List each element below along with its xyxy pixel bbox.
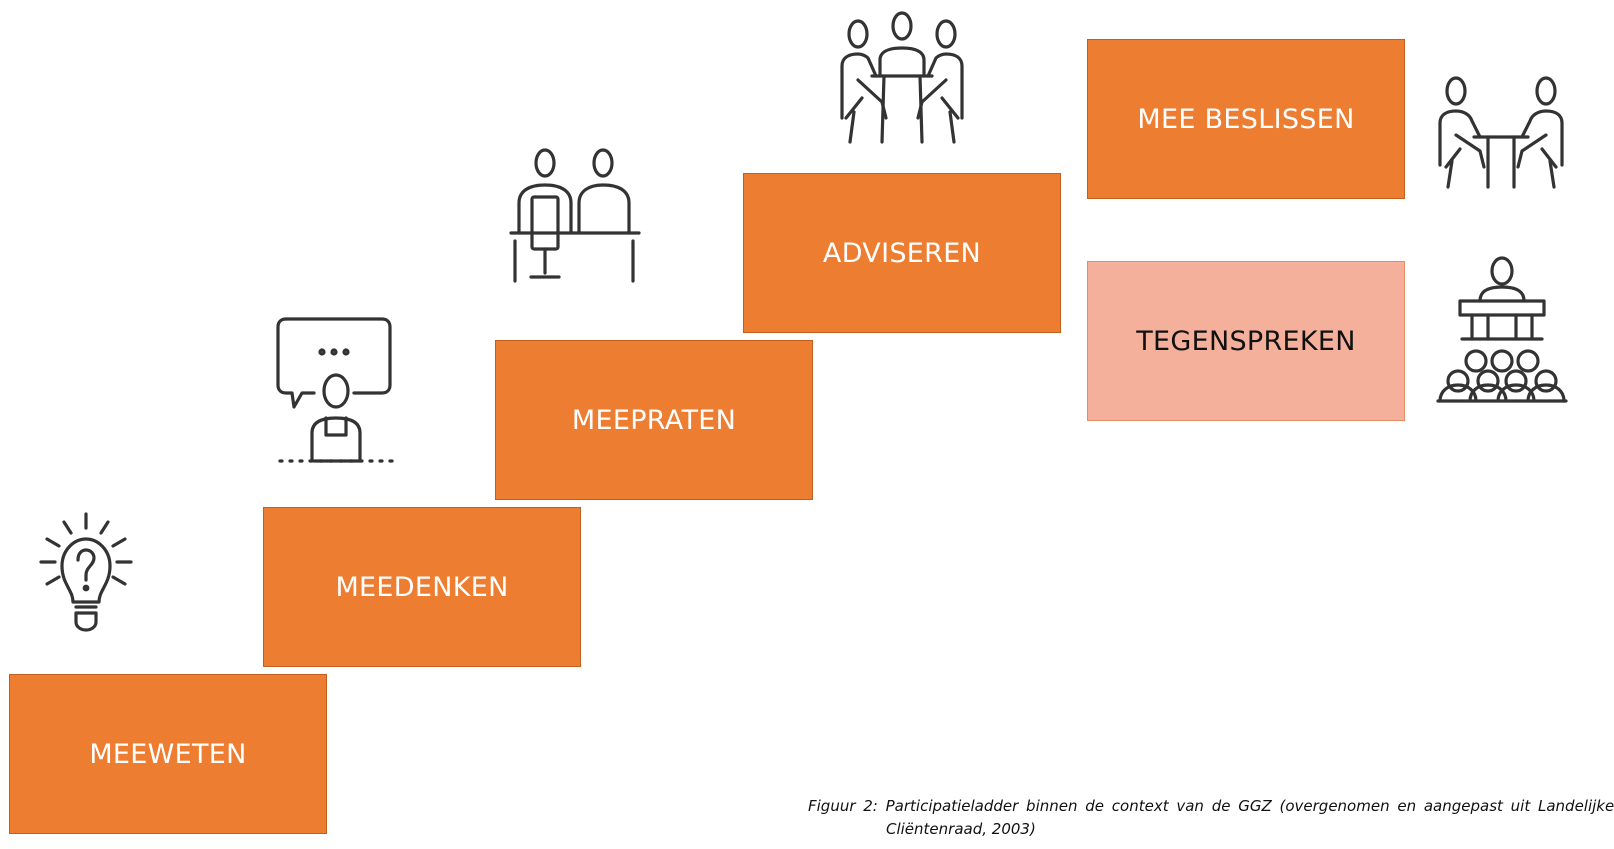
step-label: MEE BESLISSEN: [1137, 103, 1355, 135]
step-adviseren: ADVISEREN: [743, 173, 1061, 333]
group-meeting-table-icon: [832, 8, 972, 148]
step-meedenken: MEEDENKEN: [263, 507, 581, 667]
step-label: ADVISEREN: [822, 237, 982, 269]
caption-line-2: Cliëntenraad, 2003): [886, 820, 1036, 838]
step-meepraten: MEEPRATEN: [495, 340, 813, 500]
speaker-podium-audience-icon: [1432, 255, 1572, 407]
step-label: TEGENSPREKEN: [1136, 325, 1356, 357]
caption-line-1: Figuur 2: Participatieladder binnen de c…: [808, 797, 1614, 815]
figure-caption: Figuur 2: Participatieladder binnen de c…: [808, 795, 1614, 841]
person-speech-bubble-icon: [274, 315, 394, 467]
step-mee-beslissen: MEE BESLISSEN: [1087, 39, 1405, 199]
step-label: MEEPRATEN: [571, 404, 737, 436]
two-people-desk-icon: [505, 145, 645, 285]
step-meeweten: MEEWETEN: [9, 674, 327, 834]
step-label: MEEDENKEN: [335, 571, 509, 603]
two-people-table-icon: [1432, 75, 1572, 195]
lightbulb-question-icon: [38, 510, 138, 635]
step-tegenspreken: TEGENSPREKEN: [1087, 261, 1405, 421]
step-label: MEEWETEN: [89, 738, 247, 770]
